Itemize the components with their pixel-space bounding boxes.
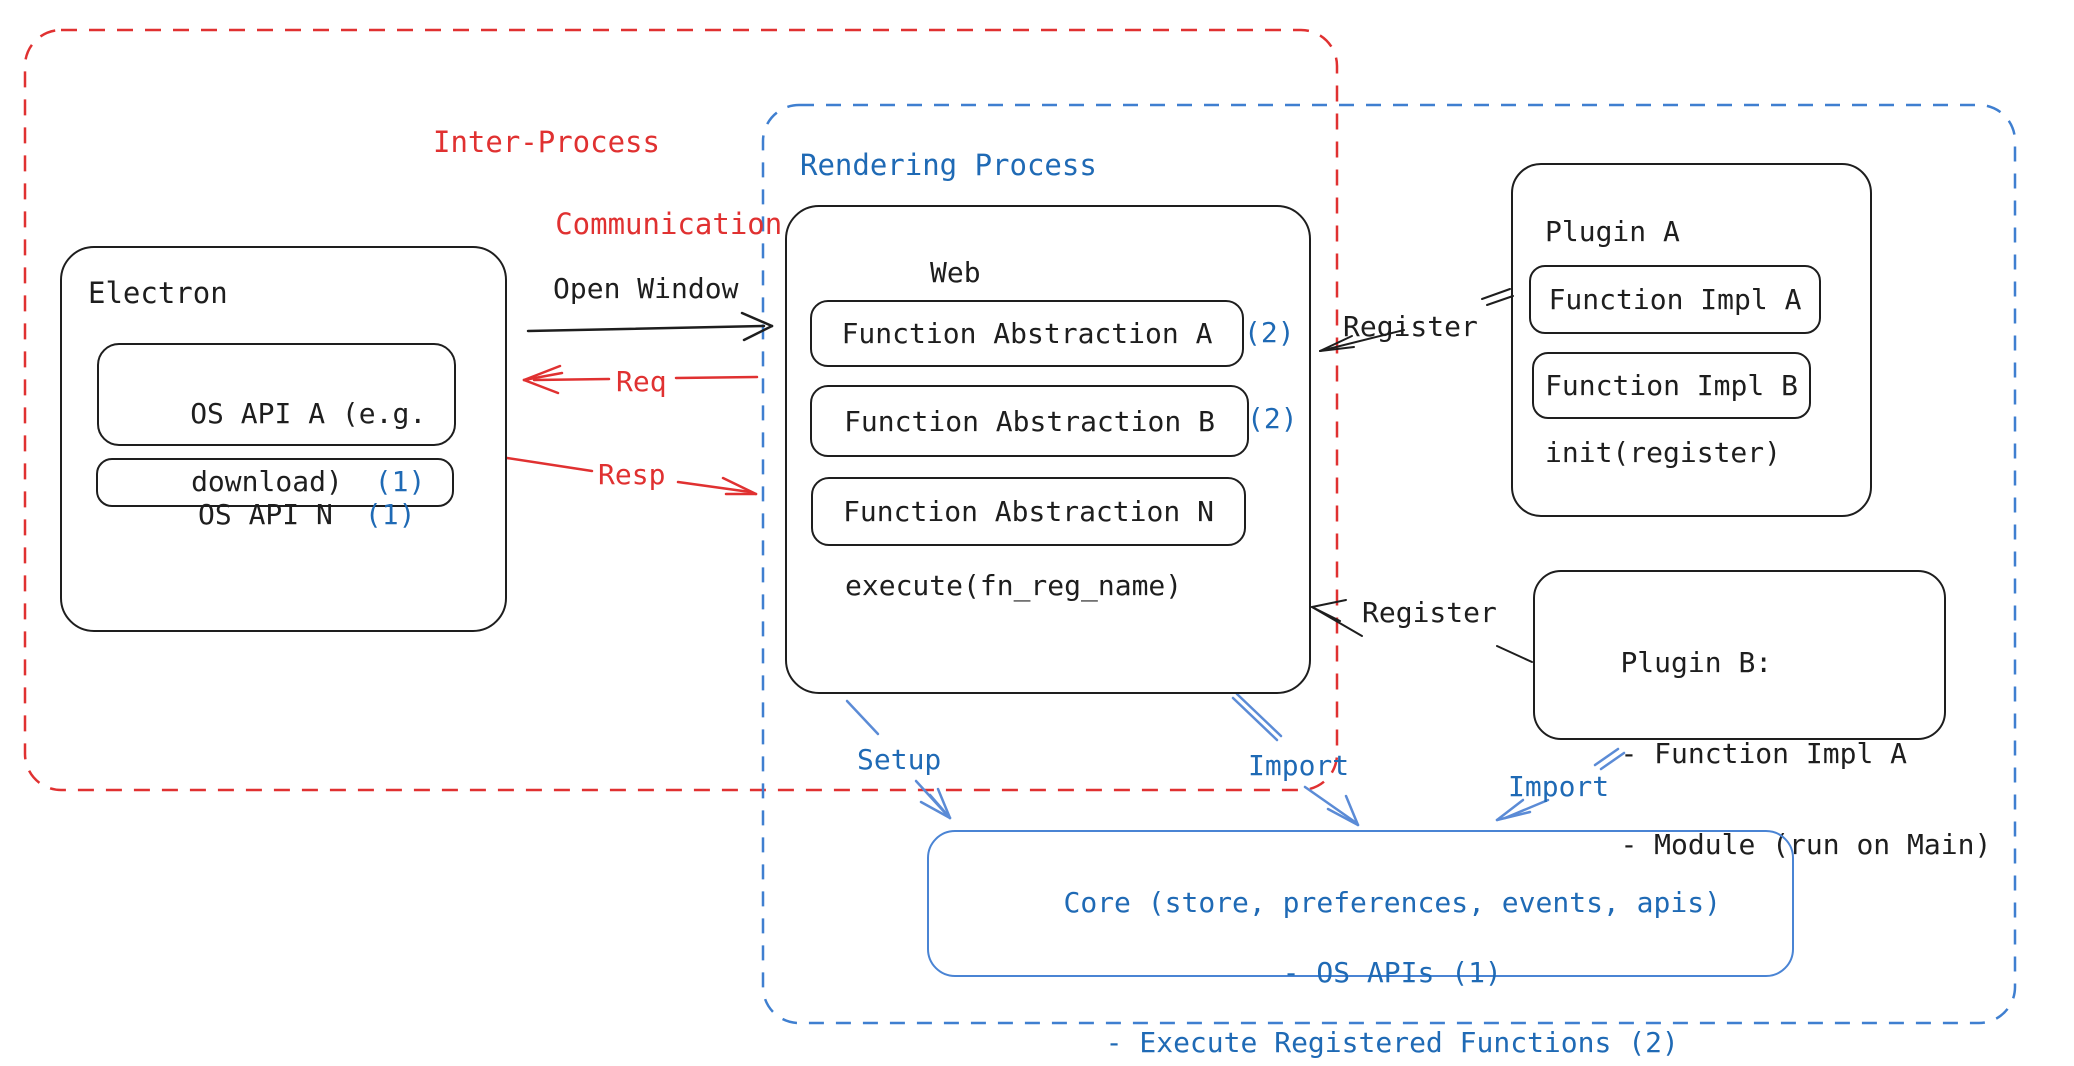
function-abstraction-b-label: Function Abstraction B <box>844 404 1215 438</box>
web-box <box>785 205 1311 694</box>
open-window-label: Open Window <box>553 272 739 305</box>
core-box <box>927 830 1794 977</box>
import-web-label: Import <box>1248 749 1350 782</box>
electron-title: Electron <box>88 276 228 310</box>
import-plugin-arrow <box>1495 747 1626 822</box>
core-label: Core (store, preferences, events, apis) … <box>1063 886 1721 1059</box>
function-impl-b-label: Function Impl B <box>1545 369 1798 402</box>
os-api-n-badge: (1) <box>364 497 416 531</box>
plugin-a-title: Plugin A <box>1545 215 1680 248</box>
resp-label: Resp <box>598 458 666 491</box>
os-api-a-label: OS API A (e.g. download)(1) <box>190 397 427 498</box>
plugin-b-box <box>1533 570 1946 740</box>
electron-box <box>60 246 507 632</box>
os-api-n-label: OS API N(1) <box>198 497 416 531</box>
init-register-label: init(register) <box>1545 436 1782 469</box>
function-abstraction-n-label: Function Abstraction N <box>843 495 1214 528</box>
os-api-a-box <box>97 343 456 446</box>
os-api-a-badge: (1) <box>374 465 426 498</box>
function-abstraction-a-box: Function Abstraction A <box>810 300 1244 367</box>
plugin-b-label: Plugin B: - Function Impl A - Module (ru… <box>1620 645 1992 861</box>
setup-arrow <box>845 699 952 820</box>
function-abstraction-a-label: Function Abstraction A <box>841 317 1213 350</box>
register-top-label: Register <box>1343 310 1478 343</box>
execute-label: execute(fn_reg_name) <box>845 569 1183 602</box>
ipc-region-label: Inter-Process Communication <box>433 125 783 241</box>
setup-label: Setup <box>857 743 942 776</box>
req-label: Req <box>616 365 667 398</box>
os-api-n-box <box>96 458 454 507</box>
register-bottom-label: Register <box>1362 596 1497 629</box>
function-impl-a-label: Function Impl A <box>1548 283 1802 316</box>
ipc-boundary <box>23 28 1339 792</box>
open-window-arrow <box>526 311 774 342</box>
import-web-arrow <box>1231 692 1360 827</box>
rendering-process-boundary <box>761 103 2017 1025</box>
register-top-arrow <box>1319 288 1514 352</box>
function-abstraction-n-box: Function Abstraction N <box>811 477 1246 546</box>
resp-arrow <box>505 456 758 496</box>
req-arrow <box>522 364 759 395</box>
function-impl-b-box: Function Impl B <box>1532 352 1811 419</box>
rendering-process-label: Rendering Process <box>800 148 1097 182</box>
function-abstraction-a-badge: (2) <box>1244 316 1295 349</box>
register-bottom-arrow <box>1311 599 1533 663</box>
plugin-a-box <box>1511 163 1872 517</box>
function-abstraction-b-badge: (2) <box>1247 402 1298 435</box>
function-abstraction-b-box: Function Abstraction B <box>810 385 1249 457</box>
import-plugin-label: Import <box>1508 770 1610 803</box>
web-title: Web <box>930 256 981 289</box>
function-impl-a-box: Function Impl A <box>1529 265 1821 334</box>
